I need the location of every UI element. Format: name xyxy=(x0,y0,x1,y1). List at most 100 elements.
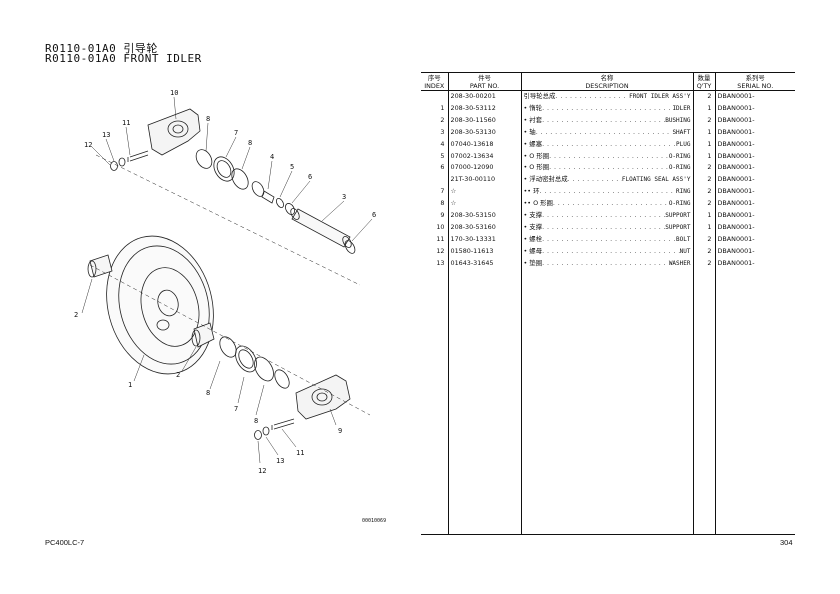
support-upper xyxy=(147,108,201,156)
cell-description-leader: . . . . . . . . . . . . . . . . . . . . … xyxy=(542,103,672,112)
cell-qty: 1 xyxy=(693,102,716,115)
header-serial-en: SERIAL NO. xyxy=(737,82,774,90)
table-row: 9 208-30-53150 • 支撑 . . . . . . . . . . … xyxy=(421,210,795,222)
idler-wheel xyxy=(106,235,214,375)
cell-part-no: 21T-30-00110 xyxy=(448,174,522,187)
cell-description-leader: . . . . . . . . . . . . . . . . . . . . … xyxy=(542,211,665,220)
callout-1: 1 xyxy=(128,381,132,389)
cell-description-leader: . . . . . . . . . . . . . . . . . . . . … xyxy=(535,127,673,136)
cell-part-no: 208-30-53112 xyxy=(448,102,522,115)
callout-8-d: 8 xyxy=(254,417,258,425)
callout-13-lower: 13 xyxy=(276,457,284,465)
cell-part-no: 208-30-53130 xyxy=(448,126,522,139)
cell-description-en: O-RING xyxy=(668,152,691,160)
cell-part-no: 170-30-13331 xyxy=(448,233,522,246)
cell-description: • O 形圈 . . . . . . . . . . . . . . . . .… xyxy=(521,162,694,175)
table-row: 5 07002-13634 • O 形圈 . . . . . . . . . .… xyxy=(421,150,795,163)
cell-description: • O 形圈 . . . . . . . . . . . . . . . . .… xyxy=(521,150,694,163)
table-filler-row xyxy=(421,269,795,536)
callout-8-c: 8 xyxy=(206,389,210,397)
header-desc-cn: 名称 xyxy=(521,72,694,82)
cell-description-en: FRONT IDLER ASS'Y xyxy=(629,93,691,100)
parts-table: 序号 件号 名称 数量 系列号 INDEX PART NO. DESCRIPTI… xyxy=(421,72,795,536)
cell-description-cn: • O 形圈 xyxy=(523,151,550,160)
filler-cell xyxy=(521,269,694,536)
cell-description-cn: • 螺母 xyxy=(523,246,543,255)
cell-description-cn: • 垫圈 xyxy=(523,258,543,267)
cell-serial: DBAN0001- xyxy=(717,222,755,231)
page-number: 304 xyxy=(780,538,793,547)
table-row: 208-30-00201 引导轮总成 . . . . . . . . . . .… xyxy=(421,90,795,103)
cell-description: • 衬套 . . . . . . . . . . . . . . . . . .… xyxy=(521,114,694,127)
cell-description: •• 环 . . . . . . . . . . . . . . . . . .… xyxy=(521,186,694,199)
cell-description-cn: • 轴 xyxy=(523,127,536,136)
table-row: 8 ☆ •• O 形圈 . . . . . . . . . . . . . . … xyxy=(421,198,795,211)
footer-model: PC400LC-7 xyxy=(45,538,85,547)
cell-description: •• O 形圈 . . . . . . . . . . . . . . . . … xyxy=(521,198,694,211)
cell-index: 1 xyxy=(421,102,449,115)
o-ring-5 xyxy=(275,198,285,208)
callout-11-upper: 11 xyxy=(122,119,130,127)
nut-lower xyxy=(254,430,262,440)
cell-description-leader: . . . . . . . . . . . . . . . . . . . . … xyxy=(567,175,622,184)
callout-4: 4 xyxy=(270,153,274,161)
cell-description-cn: • O 形圈 xyxy=(523,163,550,172)
cell-serial: DBAN0001- xyxy=(717,258,755,267)
cell-serial: DBAN0001- xyxy=(717,163,755,172)
cell-qty: 1 xyxy=(693,138,716,151)
cell-index: 9 xyxy=(421,210,449,222)
cell-part-no: ☆ xyxy=(448,198,522,211)
cell-description-en: SHAFT xyxy=(672,128,691,136)
cell-index: 8 xyxy=(421,198,449,211)
cell-description-leader: . . . . . . . . . . . . . . . . . . . . … xyxy=(555,92,629,100)
cell-serial: DBAN0001- xyxy=(717,103,755,112)
cell-index: 10 xyxy=(421,221,449,234)
table-row: 2 208-30-11560 • 衬套 . . . . . . . . . . … xyxy=(421,114,795,127)
header-qty-en: Q'TY xyxy=(693,82,716,91)
cell-part-no: ☆ xyxy=(448,186,522,199)
table-row: 6 07000-12090 • O 形圈 . . . . . . . . . .… xyxy=(421,162,795,175)
cell-description: 引导轮总成 . . . . . . . . . . . . . . . . . … xyxy=(521,90,694,103)
bushing-left xyxy=(89,254,113,278)
cell-qty: 2 xyxy=(693,257,716,270)
cell-description: • 垫圈 . . . . . . . . . . . . . . . . . .… xyxy=(521,257,694,270)
table-row: 11 170-30-13331 • 螺栓 . . . . . . . . . .… xyxy=(421,233,795,246)
header-qty-cn: 数量 xyxy=(693,72,716,82)
page-title-en: R0110-01A0 FRONT IDLER xyxy=(45,52,202,65)
cell-description-cn: • 惰轮 xyxy=(523,103,543,112)
cell-description-en: WASHER xyxy=(668,259,691,267)
seal-upper xyxy=(231,168,249,190)
cell-part-no: 07040-13618 xyxy=(448,138,522,151)
cell-serial: DBAN0001- xyxy=(717,234,755,243)
cell-description-en: O-RING xyxy=(668,200,691,208)
o-ring-6-upper xyxy=(285,203,295,215)
cell-description: • 螺塞 . . . . . . . . . . . . . . . . . .… xyxy=(521,138,694,151)
cell-description-cn: • 衬套 xyxy=(523,115,543,124)
cell-serial: DBAN0001- xyxy=(717,92,755,100)
cell-index: 3 xyxy=(421,126,449,139)
callout-6-upper: 6 xyxy=(308,173,312,181)
header-part-en: PART NO. xyxy=(448,82,522,91)
cell-qty: 2 xyxy=(693,245,716,258)
cell-serial: DBAN0001- xyxy=(717,127,755,136)
bolt-lower xyxy=(271,418,295,430)
parts-table-container: 序号 件号 名称 数量 系列号 INDEX PART NO. DESCRIPTI… xyxy=(421,72,795,536)
cell-description-en: IDLER xyxy=(672,104,691,112)
cell-description-en: RING xyxy=(676,188,691,196)
cell-qty: 2 xyxy=(693,114,716,127)
table-row: 21T-30-00110 • 浮动密封总成 . . . . . . . . . … xyxy=(421,174,795,187)
cell-description: • 支撑 . . . . . . . . . . . . . . . . . .… xyxy=(521,221,694,234)
cell-description: • 浮动密封总成 . . . . . . . . . . . . . . . .… xyxy=(521,174,694,187)
cell-description-leader: . . . . . . . . . . . . . . . . . . . . … xyxy=(542,139,676,148)
bolt-upper xyxy=(127,150,149,162)
cell-part-no: 01580-11613 xyxy=(448,245,522,258)
header-index-cn: 序号 xyxy=(421,72,449,82)
cell-description: • 轴 . . . . . . . . . . . . . . . . . . … xyxy=(521,126,694,139)
cell-description-leader: . . . . . . . . . . . . . . . . . . . . … xyxy=(542,258,669,267)
cell-description-leader: . . . . . . . . . . . . . . . . . . . . … xyxy=(542,234,676,243)
seal-lower xyxy=(254,356,274,382)
cell-description-leader: . . . . . . . . . . . . . . . . . . . . … xyxy=(552,199,669,208)
callout-11-lower: 11 xyxy=(296,449,304,457)
cell-description-leader: . . . . . . . . . . . . . . . . . . . . … xyxy=(542,115,665,124)
ring-7-lower xyxy=(235,345,257,373)
